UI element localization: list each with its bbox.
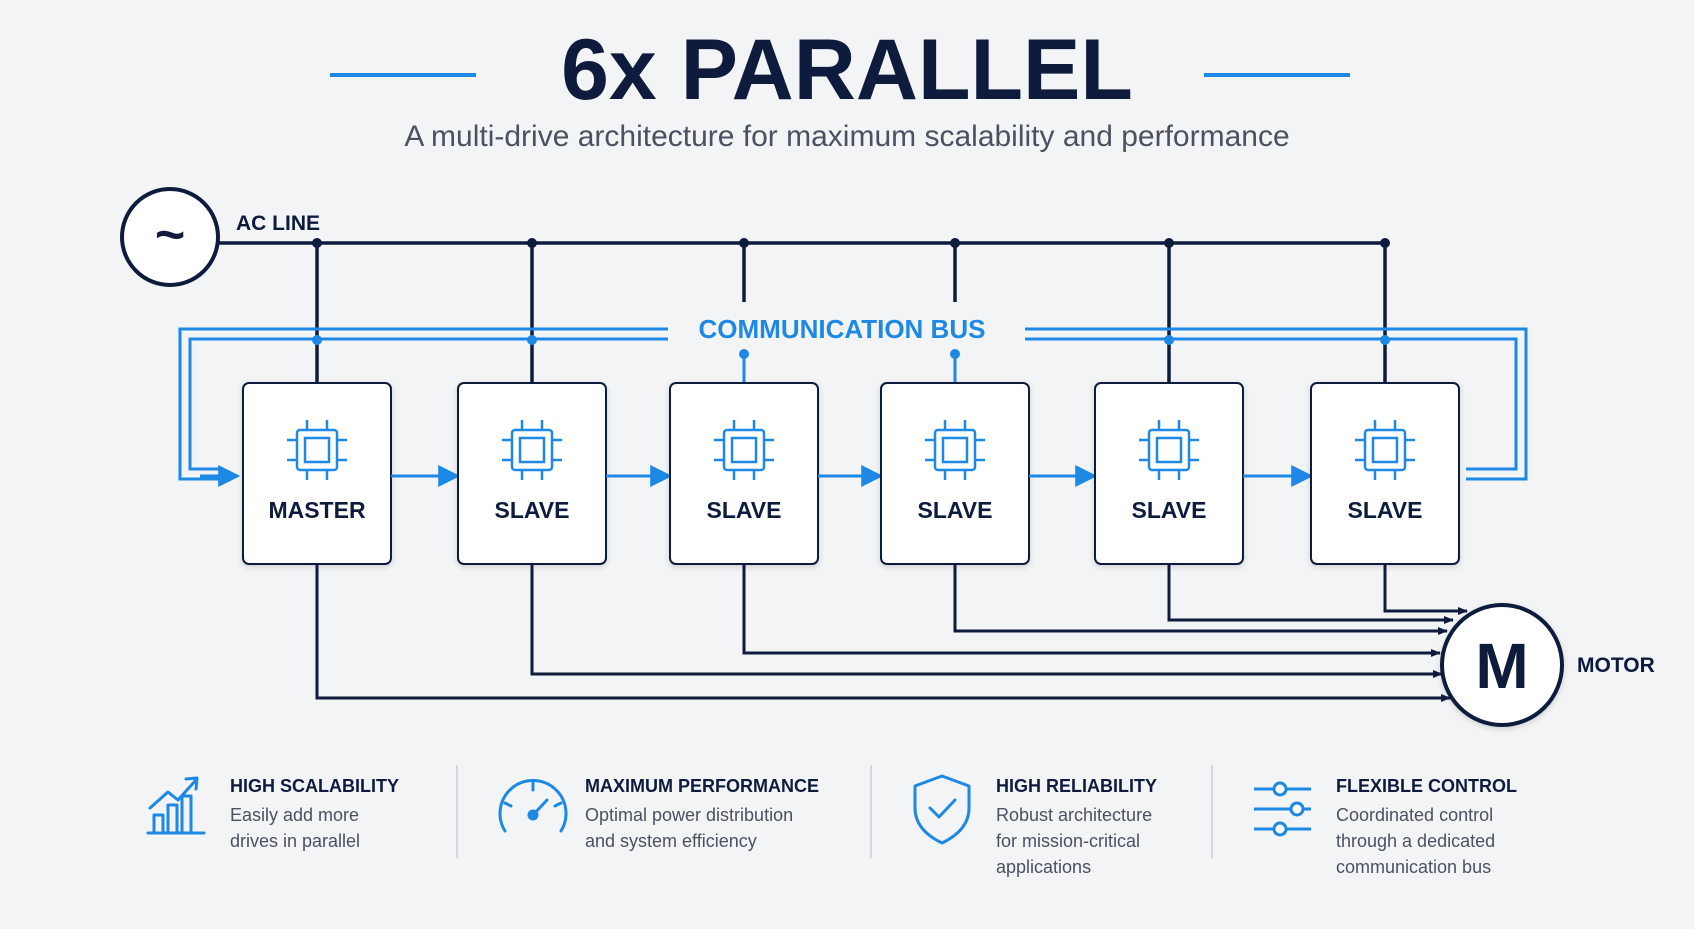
drive-label: SLAVE bbox=[495, 497, 570, 523]
cpu-chip-icon bbox=[714, 420, 774, 480]
feature-desc-line: Easily add more bbox=[230, 805, 359, 825]
communication-bus-label: COMMUNICATION BUS bbox=[699, 314, 986, 344]
drive-label: SLAVE bbox=[918, 497, 993, 523]
feature-title: FLEXIBLE CONTROL bbox=[1336, 776, 1517, 796]
drive-to-motor-wiring bbox=[315, 564, 1468, 702]
cpu-chip-icon bbox=[925, 420, 985, 480]
ac-junction-dot bbox=[950, 238, 960, 248]
drive-slave: SLAVE bbox=[1310, 382, 1460, 565]
bus-tap-dot bbox=[739, 349, 749, 359]
page-title: 6x PARALLEL bbox=[561, 22, 1133, 118]
cpu-chip-icon bbox=[287, 420, 347, 480]
feature-desc-line: through a dedicated bbox=[1336, 831, 1495, 851]
ac-source-symbol: ~ bbox=[155, 206, 185, 264]
sliders-icon bbox=[1254, 781, 1311, 837]
drive-output-line bbox=[742, 564, 1441, 657]
feature-desc-line: drives in parallel bbox=[230, 831, 360, 851]
drive-output-line bbox=[953, 564, 1448, 635]
drive-slave: SLAVE bbox=[669, 382, 819, 565]
ac-line-drops bbox=[312, 238, 1390, 383]
ac-junction-dot bbox=[312, 238, 322, 248]
drive-box bbox=[1094, 382, 1244, 565]
shield-check-icon bbox=[913, 774, 971, 845]
feature-title: HIGH RELIABILITY bbox=[996, 776, 1157, 796]
drive-master: MASTER bbox=[242, 382, 392, 565]
feature-desc-line: and system efficiency bbox=[585, 831, 757, 851]
growth-chart-icon bbox=[146, 776, 206, 835]
drive-label: MASTER bbox=[268, 497, 366, 523]
drive-slave: SLAVE bbox=[880, 382, 1030, 565]
cpu-chip-icon bbox=[1355, 420, 1415, 480]
ac-junction-dot bbox=[739, 238, 749, 248]
ac-source-icon bbox=[120, 187, 220, 287]
feature-desc-line: Optimal power distribution bbox=[585, 805, 793, 825]
motor-symbol: M bbox=[1475, 630, 1528, 702]
drive-box bbox=[457, 382, 607, 565]
drive-output-line bbox=[1383, 564, 1468, 615]
feature-desc-line: for mission-critical bbox=[996, 831, 1140, 851]
drive-label: SLAVE bbox=[1132, 497, 1207, 523]
ac-junction-dot bbox=[1380, 238, 1390, 248]
feature-desc-line: Robust architecture bbox=[996, 805, 1152, 825]
cpu-chip-icon bbox=[1139, 420, 1199, 480]
drive-slave: SLAVE bbox=[1094, 382, 1244, 565]
feature-desc-line: applications bbox=[996, 857, 1091, 877]
drive-box bbox=[1310, 382, 1460, 565]
feature-title: MAXIMUM PERFORMANCE bbox=[585, 776, 819, 796]
drive-label: SLAVE bbox=[707, 497, 782, 523]
ac-junction-dot bbox=[527, 238, 537, 248]
drive-slave: SLAVE bbox=[457, 382, 607, 565]
feature-title: HIGH SCALABILITY bbox=[230, 776, 399, 796]
feature-desc-line: communication bus bbox=[1336, 857, 1491, 877]
bus-tap-dot bbox=[950, 349, 960, 359]
communication-bus bbox=[178, 327, 1528, 481]
drive-box bbox=[669, 382, 819, 565]
ac-line-label: AC LINE bbox=[236, 212, 320, 235]
ac-junction-dot bbox=[1164, 238, 1174, 248]
drive-output-line bbox=[315, 564, 1451, 702]
drive-chain: MASTER SLAVE SLAVE SLAVE SLAVE SLAVE bbox=[242, 382, 1460, 565]
motor-icon bbox=[1440, 603, 1564, 727]
cpu-chip-icon bbox=[502, 420, 562, 480]
drive-label: SLAVE bbox=[1348, 497, 1423, 523]
drive-box bbox=[242, 382, 392, 565]
motor-label: MOTOR bbox=[1577, 654, 1655, 677]
speedometer-icon bbox=[498, 779, 568, 833]
drive-output-line bbox=[1167, 564, 1454, 624]
feature-desc-line: Coordinated control bbox=[1336, 805, 1493, 825]
page-subtitle: A multi-drive architecture for maximum s… bbox=[404, 120, 1289, 153]
drive-output-line bbox=[530, 564, 1443, 678]
drive-box bbox=[880, 382, 1030, 565]
